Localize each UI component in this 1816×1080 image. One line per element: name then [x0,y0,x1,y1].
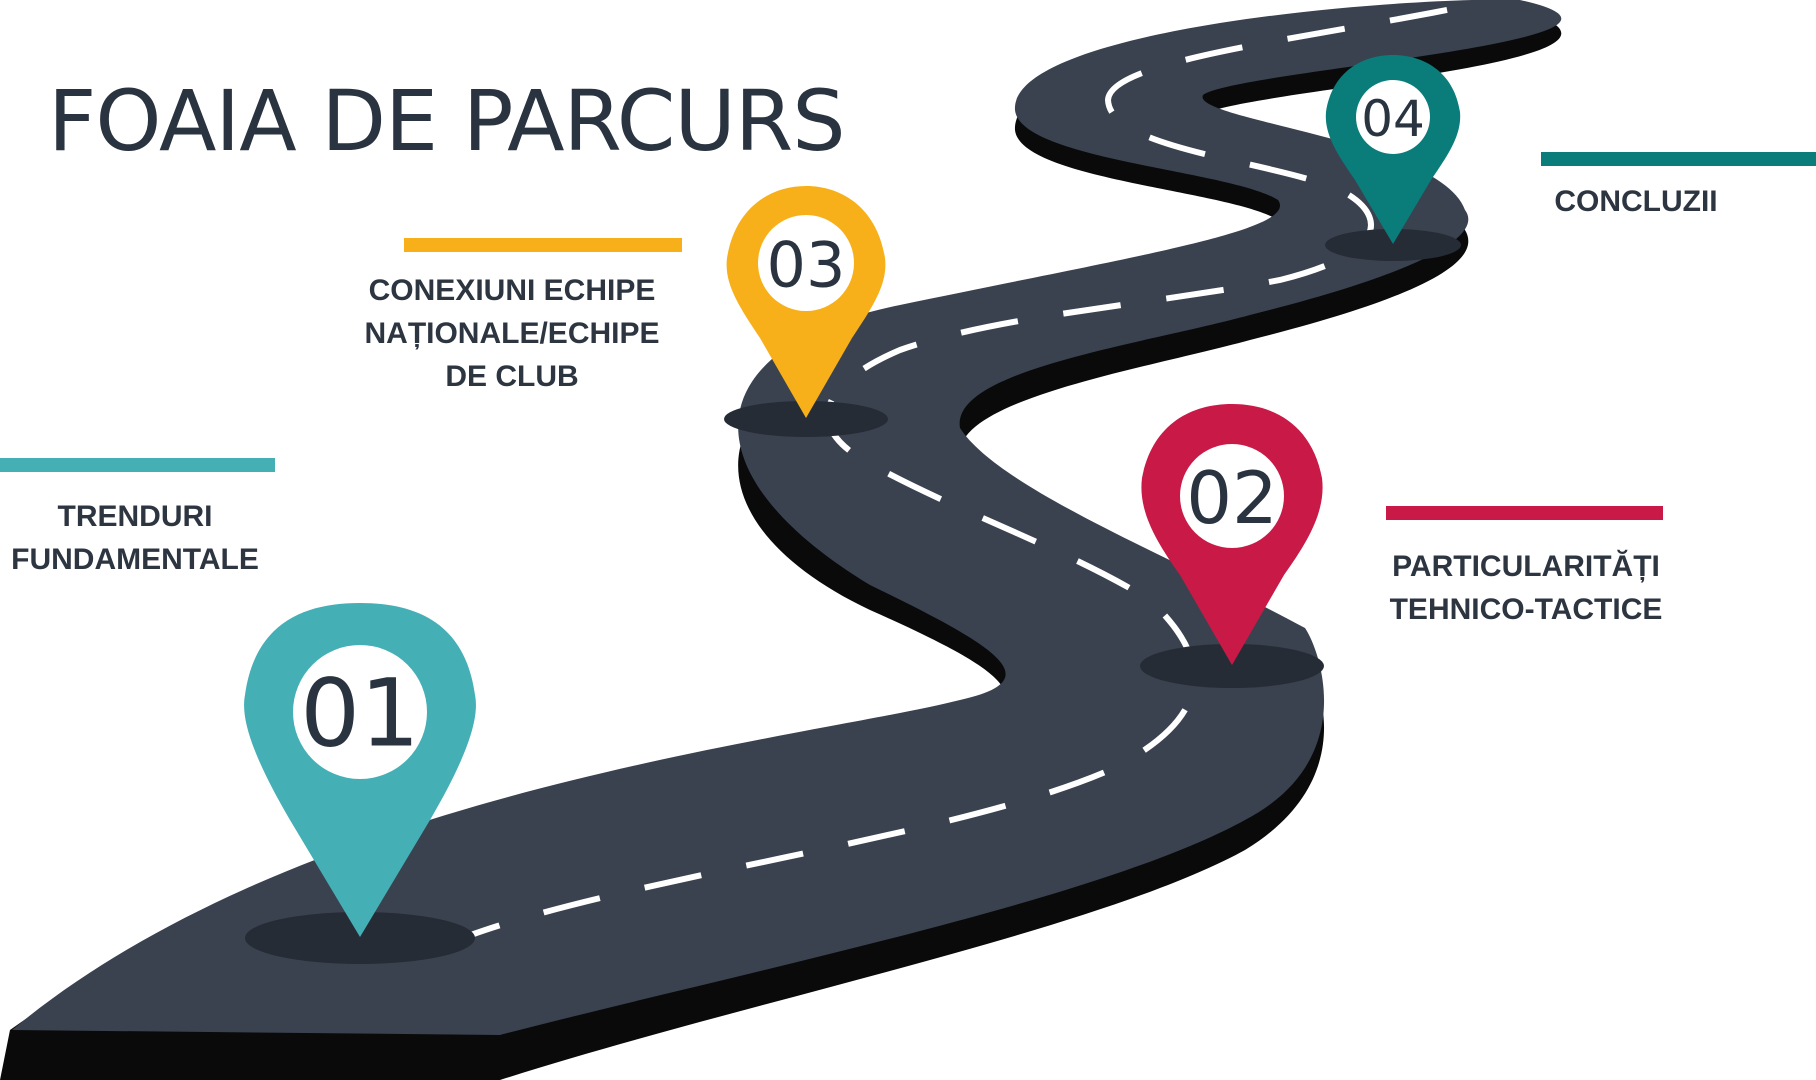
pin-number: 04 [1361,90,1425,148]
road-center-dashes [443,2,1473,948]
pin-shadow [1325,229,1461,261]
pin-circle [1180,444,1284,548]
milestone-04-label: CONCLUZII [1526,180,1746,223]
label-line: NAȚIONALE/ECHIPE [364,317,660,350]
pin-circle [1356,80,1430,154]
label-line: TEHNICO-TACTICE [1389,593,1663,626]
milestone-pin-03: 03 [724,186,888,437]
label-line: PARTICULARITĂȚI [1392,550,1660,583]
milestone-04-bar [1541,152,1816,166]
milestone-pin-02: 02 [1140,404,1324,688]
label-line: TRENDURI [57,500,213,533]
milestone-03-label: CONEXIUNI ECHIPE NAȚIONALE/ECHIPE DE CLU… [352,269,672,398]
pin-shadow [1140,644,1324,688]
pin-shadow [724,401,888,437]
milestone-pin-01: 01 [244,603,476,964]
label-line: CONEXIUNI ECHIPE [368,274,656,307]
pin-number: 03 [767,229,846,302]
milestone-01-bar [0,458,275,472]
label-line: CONCLUZII [1554,185,1718,218]
milestone-02-label: PARTICULARITĂȚI TEHNICO-TACTICE [1366,545,1686,631]
milestone-02-bar [1386,506,1663,520]
pin-shadow [245,912,475,964]
pin-number: 01 [300,660,420,769]
pin-circle [293,645,427,779]
milestone-pin-04: 04 [1325,55,1461,261]
milestone-01-label: TRENDURI FUNDAMENTALE [0,495,270,581]
page-title: FOAIA DE PARCURS [48,72,846,170]
pin-circle [758,215,854,311]
pin-number: 02 [1186,456,1278,540]
milestone-03-bar [404,238,682,252]
label-line: FUNDAMENTALE [11,543,259,576]
label-line: DE CLUB [445,360,579,393]
road-surface [12,0,1562,1035]
